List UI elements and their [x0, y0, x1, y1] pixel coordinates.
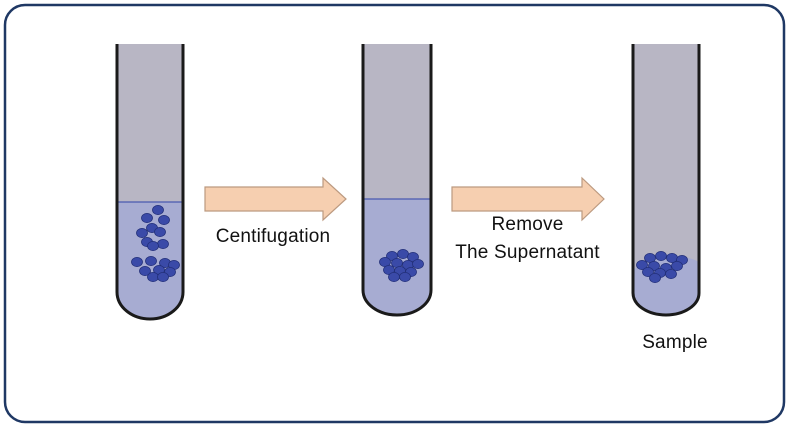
tube-sample — [631, 44, 701, 317]
tube-1-cell — [141, 212, 153, 223]
tube-1-cell — [157, 238, 169, 249]
arrow-to-centrifuged — [204, 176, 347, 222]
tube-1-cell — [139, 265, 151, 276]
tube-1-cell — [152, 204, 164, 215]
tube-before-centrifugation — [115, 44, 185, 321]
tube-1-wall — [115, 44, 185, 321]
tube-3-cell — [665, 268, 677, 279]
tube-3-cell — [649, 272, 661, 283]
step-label-remove: Remove — [491, 214, 564, 235]
tube-1-cells — [131, 204, 180, 282]
tube-1-cell — [147, 271, 159, 282]
tube-3-cell — [636, 259, 648, 270]
tube-3-cell — [655, 250, 667, 261]
step-label-centrifugation: Centifugation — [215, 226, 331, 247]
tube-2-cell — [412, 258, 424, 269]
tube-3-cell — [642, 266, 654, 277]
arrow-to-sample — [451, 176, 605, 222]
step-label-sample: Sample — [642, 332, 708, 353]
tube-3-body — [633, 44, 699, 315]
tube-3-pellet — [636, 250, 688, 283]
step-label-supernatant: The Supernatant — [455, 242, 600, 263]
tube-3-cell — [671, 260, 683, 271]
tube-1-cell — [157, 271, 169, 282]
tube-1-cell — [147, 240, 159, 251]
tube-2-cell — [399, 271, 411, 282]
tube-1-cell — [136, 227, 148, 238]
tube-2-cell — [397, 248, 409, 259]
tube-1-cell — [158, 214, 170, 225]
tube-1-cell — [145, 255, 157, 266]
tube-after-centrifugation — [361, 44, 433, 317]
tube-1-cell — [154, 226, 166, 237]
tube-2-pellet — [379, 248, 424, 282]
tube-3-wall — [631, 44, 701, 317]
tube-2-cell — [388, 271, 400, 282]
tube-1-cell — [131, 256, 143, 267]
tube-2-wall — [361, 44, 433, 317]
